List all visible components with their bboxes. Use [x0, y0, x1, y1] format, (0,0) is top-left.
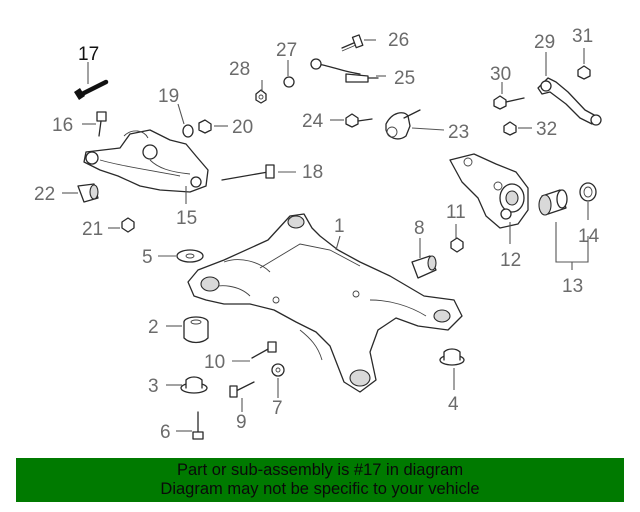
- part-19-washer: [182, 124, 194, 138]
- info-banner: Part or sub-assembly is #17 in diagram D…: [16, 458, 624, 502]
- part-15-carrier: [83, 129, 209, 193]
- callout-13: 13: [562, 276, 583, 297]
- part-8-bushing: [411, 255, 437, 279]
- part-22-bushing: [77, 183, 99, 203]
- part-31-nut: [577, 65, 591, 80]
- callout-7: 7: [272, 398, 283, 419]
- part-28-nut: [255, 89, 267, 104]
- callout-27: 27: [276, 40, 297, 61]
- callout-5: 5: [142, 247, 153, 268]
- callout-31: 31: [572, 26, 593, 47]
- part-11-nut: [450, 237, 464, 253]
- part-14-ring: [579, 182, 597, 202]
- callout-9: 9: [236, 412, 247, 433]
- part-12-knuckle: [449, 153, 529, 229]
- part-6-bolt: [192, 411, 204, 440]
- part-20-nut: [198, 119, 212, 134]
- callout-19: 19: [158, 86, 179, 107]
- callout-30: 30: [490, 64, 511, 85]
- part-3-mount: [180, 376, 208, 394]
- callout-11: 11: [446, 202, 466, 223]
- part-10-bolt: [251, 341, 277, 359]
- part-2-bushing: [183, 316, 209, 344]
- callout-21: 21: [82, 219, 103, 240]
- callout-18: 18: [302, 162, 323, 183]
- part-27-ring: [283, 76, 295, 88]
- callout-2: 2: [148, 317, 159, 338]
- callout-3: 3: [148, 376, 159, 397]
- callout-6: 6: [160, 422, 171, 443]
- callout-26: 26: [388, 30, 409, 51]
- part-32-nut: [503, 121, 517, 136]
- callout-10: 10: [204, 352, 225, 373]
- part-21-nut: [121, 217, 135, 233]
- callout-29: 29: [534, 32, 555, 53]
- part-25-link: [310, 58, 379, 83]
- callout-14: 14: [578, 226, 600, 247]
- callout-16: 16: [52, 115, 73, 136]
- callout-15: 15: [176, 208, 197, 229]
- callout-4: 4: [448, 394, 459, 415]
- part-7-bushing: [271, 363, 285, 377]
- part-4-mount: [439, 348, 465, 366]
- part-13-bushing: [538, 189, 568, 216]
- callout-28: 28: [229, 59, 250, 80]
- leader-lines: [62, 39, 589, 432]
- part-17-bolt: [74, 79, 109, 100]
- callout-labels: 17 26 27 28 25 29 31 30 16 19 20 24 23 3…: [34, 26, 600, 443]
- callout-25: 25: [394, 68, 415, 89]
- part-18-bolt: [221, 164, 275, 181]
- parts-diagram: 17 26 27 28 25 29 31 30 16 19 20 24 23 3…: [34, 26, 602, 443]
- callout-17: 17: [78, 44, 99, 65]
- part-30-bolt: [493, 95, 525, 110]
- part-24-bolt: [345, 113, 373, 128]
- part-9-bolt: [229, 381, 255, 398]
- part-23-link: [385, 109, 421, 140]
- banner-line-2: Diagram may not be specific to your vehi…: [160, 480, 480, 498]
- callout-22: 22: [34, 184, 55, 205]
- callout-8: 8: [414, 218, 425, 239]
- part-1-subframe: [187, 213, 463, 393]
- banner-line-1: Part or sub-assembly is #17 in diagram: [176, 461, 464, 479]
- part-16-bolt: [96, 111, 107, 137]
- part-5-washer: [176, 249, 204, 263]
- callout-1: 1: [334, 216, 345, 237]
- callout-24: 24: [302, 111, 324, 132]
- callout-20: 20: [232, 117, 253, 138]
- callout-32: 32: [536, 119, 557, 140]
- callout-12: 12: [500, 250, 521, 271]
- part-29-arm: [537, 77, 602, 126]
- callout-23: 23: [448, 122, 469, 143]
- part-26-bolt: [341, 34, 364, 52]
